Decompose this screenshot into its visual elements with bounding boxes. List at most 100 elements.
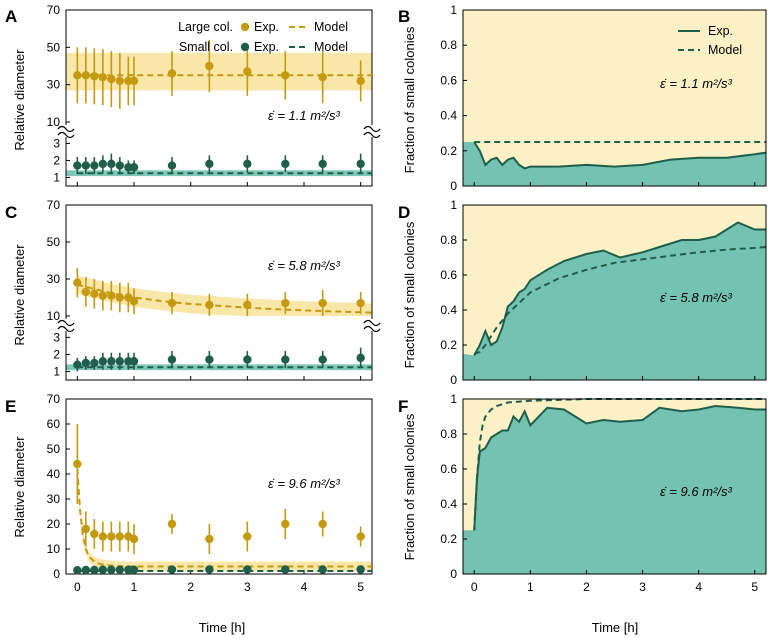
- large-exp-point: [318, 519, 327, 529]
- large-exp-point: [73, 71, 82, 80]
- small-exp-point: [167, 355, 177, 364]
- ylabel-f: Fraction of small colonies: [402, 413, 417, 560]
- large-exp-point: [98, 291, 108, 300]
- large-exp-point: [107, 74, 116, 84]
- legend-small-model-label: Model: [314, 40, 348, 54]
- y-tick-label: 40: [47, 467, 61, 481]
- small-exp-point: [318, 565, 327, 574]
- y-tick-label: 30: [47, 492, 61, 506]
- large-exp-point: [167, 519, 177, 529]
- large-fraction-area: [463, 10, 766, 186]
- y-tick-label: 0.4: [440, 109, 457, 123]
- small-exp-point: [356, 353, 365, 363]
- y-tick-label: 0.2: [440, 532, 457, 546]
- axis-break-gap-left: [58, 319, 74, 331]
- y-tick-label: 1: [450, 392, 457, 406]
- small-exp-point: [81, 358, 91, 368]
- large-exp-point: [81, 524, 91, 534]
- plot-frame: [65, 9, 373, 187]
- large-exp-point: [115, 76, 125, 86]
- exp-line: [473, 404, 766, 531]
- y-tick-label: 50: [47, 442, 61, 456]
- y-tick-label: 30: [47, 272, 61, 286]
- panel-label-c: C: [5, 203, 17, 222]
- y-tick-label: 0.2: [440, 338, 457, 352]
- large-exp-point: [281, 519, 290, 529]
- annotation-b: ε̇ = 1.1 m²/s³: [660, 76, 732, 91]
- small-exp-point: [90, 565, 99, 575]
- large-exp-point: [73, 278, 82, 287]
- large-exp-point: [318, 73, 327, 82]
- small-exp-point: [356, 565, 365, 574]
- y-tick-label: 0: [450, 567, 457, 581]
- panel-label-e: E: [5, 397, 16, 416]
- small-exp-point: [129, 565, 139, 574]
- axis-break-mark: [57, 125, 75, 133]
- small-fraction-area: [463, 142, 766, 186]
- plot-frame: [462, 204, 767, 381]
- y-tick-label: 10: [47, 115, 61, 129]
- plot-frame: [65, 204, 373, 381]
- x-tick-label: 2: [187, 580, 194, 594]
- large-band: [77, 464, 373, 572]
- small-exp-point: [90, 358, 99, 368]
- large-exp-point: [115, 532, 125, 541]
- small-exp-point: [167, 565, 177, 574]
- y-tick-label: 1: [450, 3, 457, 17]
- panel-b: 00.20.40.60.81: [440, 3, 767, 193]
- panel-d: 00.20.40.60.81: [440, 198, 767, 387]
- x-tick-label: 3: [639, 580, 646, 594]
- y-tick-label: 0.8: [440, 38, 457, 52]
- small-exp-point: [115, 357, 125, 366]
- small-exp-point: [205, 159, 214, 169]
- annotation-f: ε̇ = 9.6 m²/s³: [660, 484, 732, 499]
- y-tick-label: 0.4: [440, 497, 457, 511]
- small-exp-point: [205, 355, 214, 364]
- large-band: [66, 52, 372, 91]
- x-tick-label: 5: [357, 580, 364, 594]
- y-tick-label: 0: [53, 567, 60, 581]
- y-tick-label: 1: [53, 364, 60, 378]
- small-fraction-area: [463, 406, 766, 574]
- large-exp-point: [81, 71, 91, 80]
- y-tick-label: 0.4: [440, 303, 457, 317]
- small-exp-point: [98, 357, 108, 366]
- small-exp-point: [73, 161, 82, 170]
- y-tick-label: 0: [450, 179, 457, 193]
- x-tick-label: 3: [244, 580, 251, 594]
- xlabel-f: Time [h]: [592, 620, 638, 635]
- plot-frame: [462, 398, 767, 575]
- model-line: [473, 246, 767, 355]
- large-exp-point: [129, 76, 139, 86]
- annotation-c: ε̇ = 5.8 m²/s³: [268, 258, 340, 273]
- x-tick-label: 4: [695, 580, 702, 594]
- small-exp-point: [356, 159, 365, 169]
- x-tick-label: 2: [583, 580, 590, 594]
- large-exp-point: [81, 287, 91, 297]
- large-exp-point: [243, 67, 252, 76]
- axis-break-mark: [363, 319, 381, 327]
- legend-left: Large col. Exp. Model Small col. Exp. Mo…: [178, 20, 348, 54]
- large-exp-point: [281, 71, 290, 80]
- y-tick-label: 70: [47, 392, 61, 406]
- y-tick-label: 20: [47, 517, 61, 531]
- small-exp-point: [243, 565, 252, 574]
- large-exp-point: [167, 298, 177, 308]
- ylabel-e: Relative diameter: [12, 436, 27, 538]
- large-exp-point: [90, 289, 99, 298]
- legend-right: Exp. Model: [678, 24, 742, 57]
- large-exp-point: [98, 73, 108, 82]
- y-tick-label: 10: [47, 309, 61, 323]
- y-tick-label: 0.6: [440, 268, 457, 282]
- small-exp-point: [318, 355, 327, 364]
- large-exp-point: [115, 293, 125, 302]
- small-exp-point: [243, 355, 252, 364]
- ylabel-c: Relative diameter: [12, 244, 27, 346]
- panel-label-f: F: [398, 397, 408, 416]
- plot-frame: [462, 9, 767, 187]
- axis-break-mark: [57, 131, 75, 139]
- y-tick-label: 50: [47, 235, 61, 249]
- large-exp-point: [73, 459, 82, 469]
